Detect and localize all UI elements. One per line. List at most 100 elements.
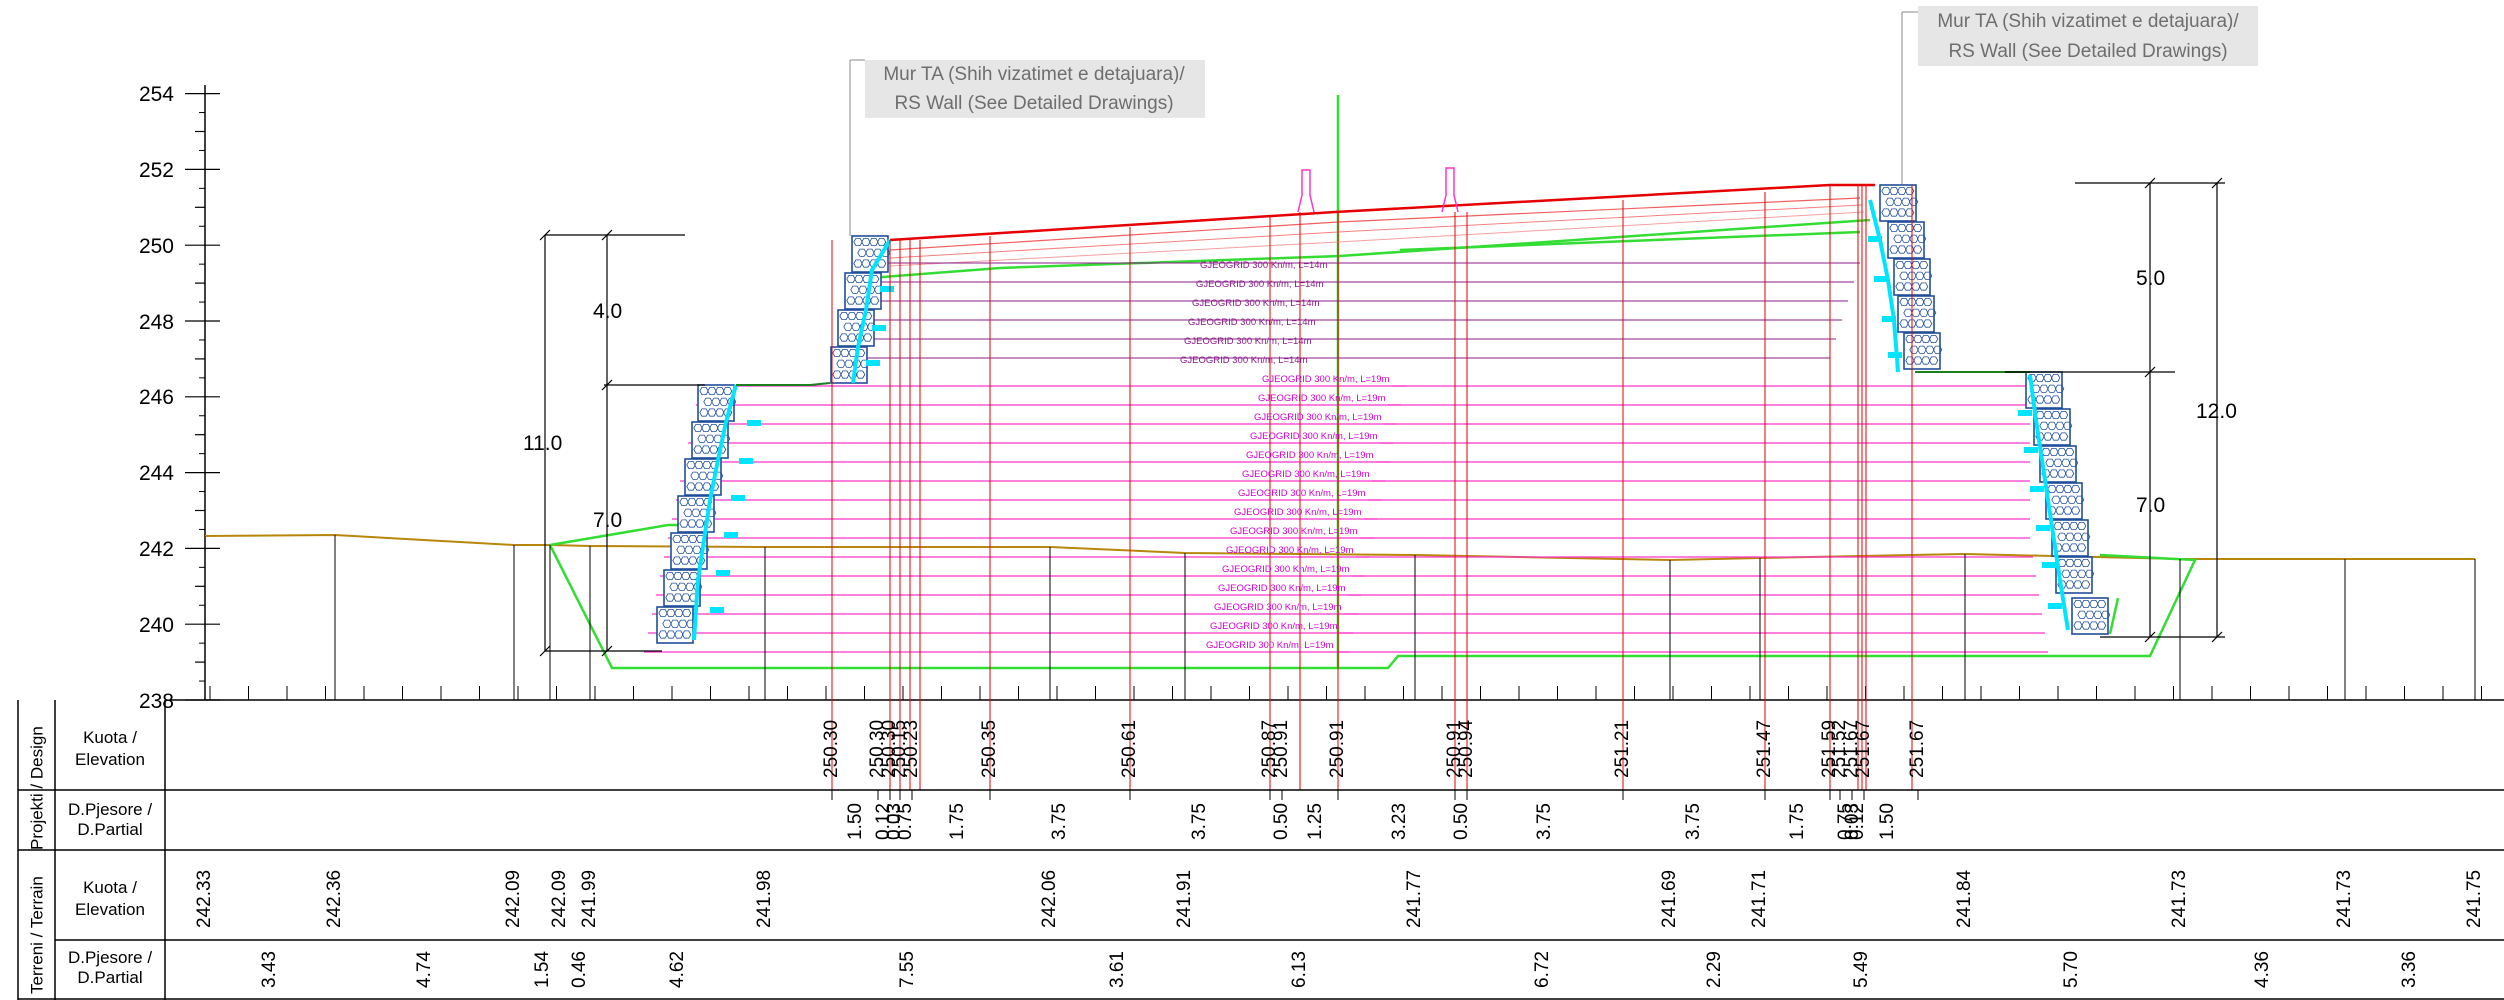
wall-block-cell: [674, 630, 684, 639]
wall-block-cell: [1922, 319, 1933, 328]
wall-block-cell: [2045, 458, 2055, 467]
design-partial-value: 0.75: [1835, 803, 1856, 840]
design-partial-value: 3.75: [1189, 803, 1210, 840]
wall-block-cell: [672, 535, 682, 543]
wall-block-cell: [681, 630, 692, 639]
wall-block-cell: [686, 460, 696, 470]
wall-block-cell: [674, 609, 684, 617]
wall-block-cell: [665, 572, 675, 580]
design-elevation-value: 250.91: [1327, 720, 1348, 778]
wall-block-cell: [683, 508, 693, 517]
geogrid-label: GJEOGRID 300 Kn/m, L=19m: [1238, 488, 1366, 499]
drain-pad: [1882, 316, 1896, 322]
wall-block-cell: [695, 519, 705, 528]
wall-block-cell: [707, 408, 717, 417]
wall-block-cell: [1889, 186, 1899, 196]
wall-block-cell: [701, 423, 711, 433]
design-elevation-value: 250.23: [901, 720, 922, 778]
wall-block-cell: [853, 259, 863, 268]
wall-block-cell: [2043, 432, 2053, 441]
callout-right: Mur TA (Shih vizatimet e detajuara)/ RS …: [1901, 6, 2258, 184]
terrain-partial-value: 4.74: [414, 951, 435, 988]
terrain-partial-value: 4.62: [667, 951, 688, 988]
wall-block-cell: [832, 348, 842, 358]
geogrid-label: GJEOGRID 300 Kn/m, L=19m: [1246, 450, 1374, 461]
design-partial-value: 0.03: [884, 803, 905, 840]
dimension-right-upper: 5.0: [2136, 267, 2165, 290]
terrain-partial-value: 1.54: [532, 951, 553, 988]
geogrid-label: GJEOGRID 300 Kn/m, L=19m: [1230, 526, 1358, 537]
wall-block-cell: [1925, 345, 1935, 354]
wall-block-cell: [681, 572, 691, 580]
wall-block-cell: [687, 519, 697, 528]
wall-block-cell: [836, 359, 846, 368]
wall-block-cell: [832, 370, 842, 379]
wall-block-cell: [2043, 395, 2053, 404]
terrain-partial-value: 0.46: [569, 951, 590, 988]
left-rs-wall: [656, 235, 894, 644]
terrain-partial-value: 5.49: [1851, 951, 1872, 988]
callout-left-line2: RS Wall (See Detailed Drawings): [894, 93, 1173, 114]
wall-block-cell: [1899, 319, 1909, 328]
terrain-partial-value: 4.36: [2252, 951, 2273, 988]
table-group-terrain: Terreni / Terrain: [27, 876, 46, 994]
drain-pad: [2036, 525, 2050, 531]
design-partial-value: 0.50: [1271, 803, 1292, 840]
wall-block-cell: [1912, 223, 1923, 233]
wall-block-cell: [2035, 432, 2045, 441]
wall-block-cell: [1928, 356, 1939, 365]
wall-block-cell: [2057, 532, 2067, 541]
wall-block-cell: [2039, 384, 2049, 393]
wall-block-cell: [1889, 245, 1899, 254]
wall-block-cell: [2070, 506, 2081, 515]
wall-block-cell: [676, 545, 686, 554]
wall-block-cell: [1921, 356, 1931, 365]
drain-pad: [739, 458, 753, 464]
callout-left: Mur TA (Shih vizatimet e detajuara)/ RS …: [849, 59, 1205, 236]
drain-pad: [2042, 562, 2056, 568]
axis-tick-252: 252: [139, 159, 174, 182]
terrain-elevation-value: 242.09: [549, 870, 570, 928]
geogrid-label: GJEOGRID 300 Kn/m, L=19m: [1242, 469, 1370, 480]
wall-block-cell: [2089, 621, 2099, 630]
design-elevation-value: 250.91: [1444, 720, 1465, 778]
wall-block-cell: [2067, 495, 2077, 504]
callout-right-line1: Mur TA (Shih vizatimet e detajuara)/: [1937, 11, 2239, 32]
wall-block-cell: [1903, 308, 1913, 317]
wall-block-cell: [2051, 495, 2061, 504]
wall-block-cell: [672, 556, 682, 565]
wall-block-cell: [851, 322, 861, 331]
wall-block-cell: [711, 397, 721, 406]
wall-block-cell: [2073, 559, 2083, 567]
wall-block-cell: [680, 535, 690, 543]
wall-block-cell: [1897, 208, 1907, 217]
geogrid-label: GJEOGRID 300 Kn/m, L=14m: [1188, 317, 1316, 328]
drain-pad: [2030, 486, 2044, 492]
wall-block-cell: [2061, 458, 2071, 467]
wall-block-cell: [858, 285, 868, 294]
wall-block-cell: [715, 408, 725, 417]
wall-block-cell: [2061, 522, 2071, 530]
wall-top-line: [736, 382, 831, 386]
row-label-terrain-elevation: Kuota /: [83, 878, 137, 897]
wall-block-cell: [693, 423, 703, 433]
design-elevation-value: 251.21: [1612, 720, 1633, 778]
design-partial-value: 0.12: [1847, 803, 1868, 840]
wall-block-cell: [2065, 580, 2075, 589]
wall-block-cell: [709, 482, 720, 491]
wall-block-cell: [2047, 384, 2057, 393]
design-partial-value: 0.12: [873, 803, 894, 840]
design-partial-value: 0.75: [895, 803, 916, 840]
wall-block-cell: [688, 535, 698, 543]
station-lines: [204, 185, 2476, 790]
design-partial-value: 0.50: [1451, 803, 1472, 840]
geogrid-label: GJEOGRID 300 Kn/m, L=14m: [1192, 298, 1320, 309]
terrain-partial-value: 2.29: [1704, 951, 1725, 988]
wall-block-cell: [1903, 260, 1913, 270]
design-elevation-value: 250.30: [867, 720, 888, 778]
design-partial-value: 1.25: [1305, 803, 1326, 840]
wall-block-cell: [1889, 223, 1899, 233]
wall-block-cell: [2077, 610, 2087, 619]
wall-block-cell: [2050, 395, 2061, 404]
